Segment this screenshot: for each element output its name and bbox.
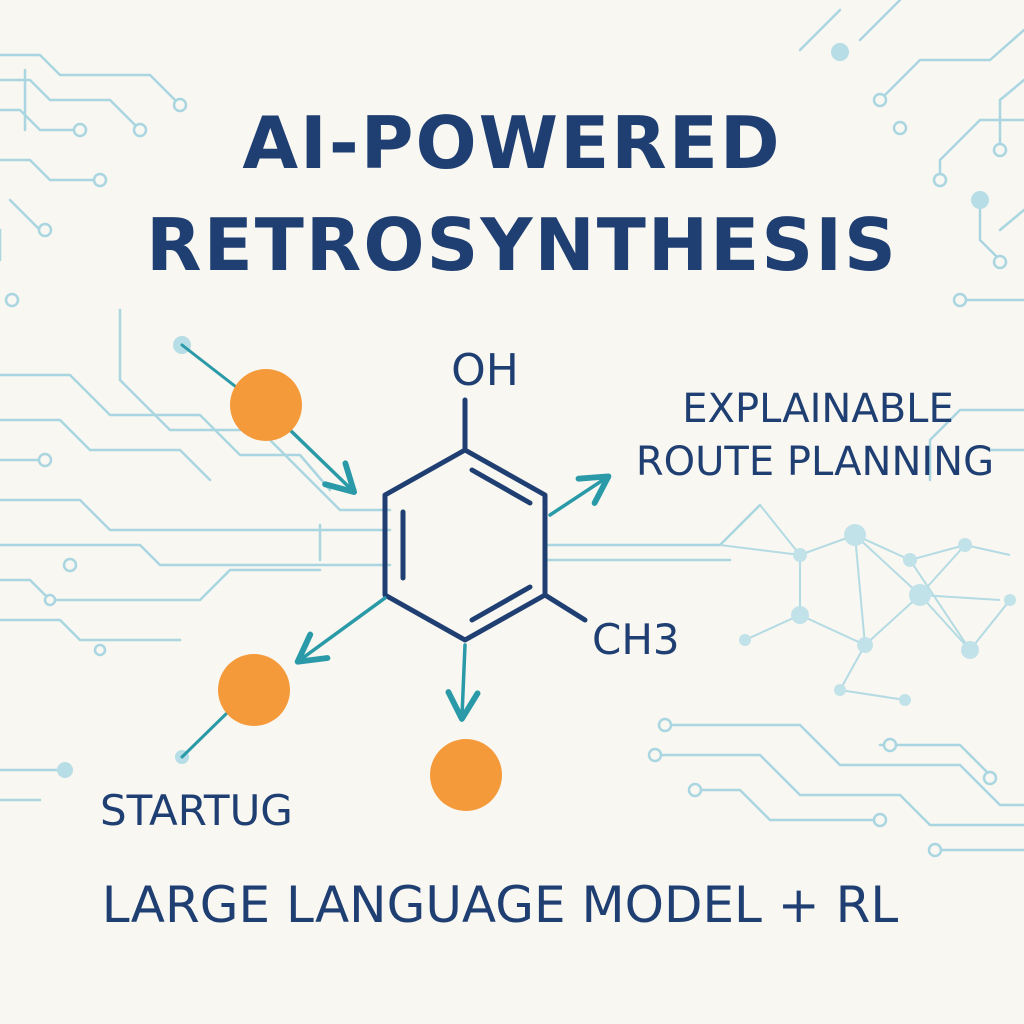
hydroxyl-label: OH [451, 345, 519, 396]
circuit-pads [4, 92, 1008, 858]
ring-outline [382, 447, 548, 643]
arrow-to-left-node [294, 596, 387, 665]
circuit-traces [0, 0, 1024, 852]
route-label-line-2: ROUTE PLANNING [636, 439, 994, 485]
starting-material-nodes [218, 369, 502, 811]
node-bottom-left [218, 654, 290, 726]
title-line-2: RETROSYNTHESIS [146, 203, 898, 287]
method-label: LARGE LANGUAGE MODEL + RL [102, 876, 899, 934]
start-label: STARTUG [100, 786, 293, 835]
arrow-left-node-tail [180, 710, 230, 759]
methyl-label-base: CH [592, 615, 653, 664]
network-graph [719, 504, 1016, 706]
node-top-left [230, 369, 302, 441]
node-bottom [430, 739, 502, 811]
route-label-line-1: EXPLAINABLE [682, 386, 953, 432]
benzene-ring [382, 397, 588, 643]
arrow-to-route-planning [548, 473, 612, 517]
double-bond-bottom [469, 584, 533, 623]
title-line-1: AI-POWERED [242, 101, 781, 185]
double-bond-top [469, 467, 533, 506]
methyl-label-subscript: 3 [653, 615, 680, 664]
methyl-bond [542, 592, 588, 623]
methyl-label: CH3 [592, 615, 680, 664]
reaction-arrows [180, 343, 612, 759]
arrow-to-ring-from-top-node [288, 428, 358, 495]
arrow-to-bottom-node [445, 643, 481, 722]
arrow-into-top-node [180, 343, 242, 392]
